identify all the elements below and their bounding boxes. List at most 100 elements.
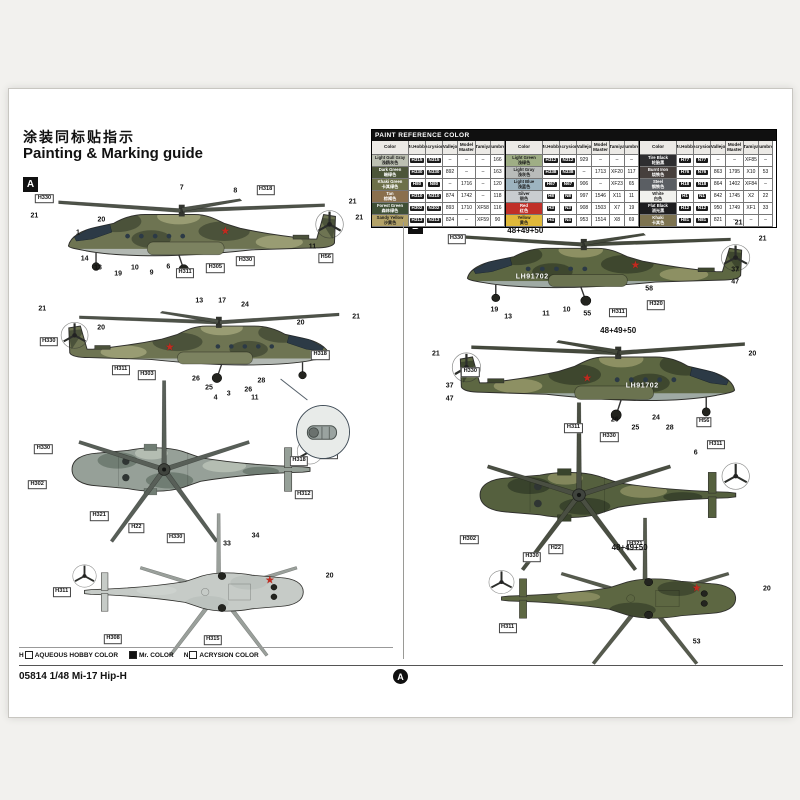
filled-square-icon [129, 651, 138, 659]
part-callout: 55 [583, 310, 592, 318]
paint-code-chip: H81 [679, 217, 691, 224]
legend-acrysion-label: ACRYSION COLOR [199, 651, 259, 659]
paint-callout: H308 [103, 634, 123, 644]
part-callout: 47 [445, 395, 454, 403]
paint-ta-cell: X2 [744, 191, 759, 203]
part-callout: 58 [645, 285, 654, 293]
paint-ac-cell: N310 [426, 191, 443, 203]
paint-va-cell: – [711, 155, 726, 167]
paint-mr-cell: H330 [409, 167, 426, 179]
paint-hu-cell: 120 [491, 179, 505, 191]
paint-hu-cell: 163 [491, 167, 505, 179]
paint-va-cell: – [443, 179, 458, 191]
paint-callout: H303 [137, 370, 157, 381]
star-marking: ★ [164, 341, 175, 354]
paint-mr-cell: H80 [409, 179, 426, 191]
paint-mr-cell: H8 [543, 191, 560, 203]
paint-table-header-cell: Vallejo [577, 141, 592, 155]
part-callout: 24 [652, 414, 660, 422]
diagram-a-top-view: H330H302H321H22H330H311H312 [28, 406, 341, 533]
paint-code-chip: N8 [563, 193, 573, 200]
part-callout: 21 [355, 214, 364, 222]
paint-va-cell: 821 [711, 215, 726, 227]
paint-code-chip: N3 [563, 205, 573, 212]
paint-ta-cell: X7 [610, 203, 625, 215]
helicopter-top-illustration [31, 406, 341, 533]
paint-ta-cell: XF85 [744, 155, 759, 167]
paint-va-cell: 863 [711, 167, 726, 179]
paint-code-chip: N312 [561, 157, 575, 164]
paint-code-chip: H302 [410, 205, 424, 212]
paint-code-chip: H76 [679, 169, 691, 176]
legend-h-prefix: H [19, 651, 24, 659]
paint-table-header-cell: Mr.Hobby [409, 141, 426, 155]
paint-mr-cell: H338 [543, 167, 560, 179]
paint-va-cell: 950 [711, 203, 726, 215]
paint-table-header-cell: Humbrol [491, 141, 505, 155]
paint-mm-cell: – [458, 167, 476, 179]
part-callout: 37 [445, 382, 454, 390]
part-callout: 53 [692, 638, 701, 646]
paint-code-chip: N302 [427, 205, 441, 212]
part-callout: 19 [490, 306, 499, 314]
paint-mm-cell: 1503 [592, 203, 610, 215]
paint-callout: H330 [522, 552, 542, 562]
paint-mm-cell: 1514 [592, 215, 610, 227]
legend-n-prefix: N [183, 651, 189, 659]
page-title-en: Painting & Marking guide [23, 145, 204, 162]
footer-divider [19, 665, 783, 666]
part-callout: 21 [30, 212, 39, 220]
part-callout: 17 [218, 297, 227, 305]
paint-callout: H56 [318, 253, 334, 263]
paint-callout: H330 [34, 444, 53, 454]
paint-ta-cell: X10 [744, 167, 759, 179]
paint-callout: H330 [461, 367, 480, 378]
star-marking: ★ [220, 225, 231, 238]
paint-table-header-cell: Tamiya [610, 141, 625, 155]
paint-va-cell: 906 [577, 179, 592, 191]
paint-callout: H311 [609, 307, 628, 318]
paint-va-cell: – [577, 167, 592, 179]
part-callout: 19 [114, 270, 122, 278]
paint-mm-cell: 1716 [458, 179, 476, 191]
paint-table-header-cell: Color [640, 141, 677, 155]
part-callout: 11 [542, 310, 550, 318]
part-callout: 13 [195, 297, 204, 305]
paint-callout: H330 [166, 533, 185, 544]
paint-callout: H302 [460, 535, 479, 545]
paint-table-group: ColorMr.HobbyAcrysionVallejoModel Master… [505, 141, 639, 227]
part-callout: 20 [325, 572, 334, 580]
exhaust-detail-illustration [297, 406, 349, 458]
page-title-cn: 涂装同标贴指示 [23, 129, 135, 145]
paint-code-chip: N330 [427, 169, 441, 176]
part-callout: 7 [179, 184, 184, 192]
part-callout: 26 [192, 375, 200, 383]
paint-code-chip: N77 [696, 157, 708, 164]
assembly-note: 48+49+50 [600, 326, 637, 336]
paint-callout: H22 [548, 544, 564, 554]
paint-callout: H311 [176, 268, 195, 279]
paint-callout: H311 [52, 587, 71, 597]
paint-hu-cell: 22 [759, 191, 773, 203]
paint-mm-cell: 1710 [458, 203, 476, 215]
paint-table-header-cell: Tamiya [744, 141, 759, 155]
paint-va-cell: 874 [443, 191, 458, 203]
paint-va-cell: 824 [443, 215, 458, 227]
part-callout: 20 [296, 319, 305, 327]
paint-mr-cell: H4 [543, 215, 560, 227]
paint-mr-cell: H312 [543, 155, 560, 167]
paint-ac-cell: N315 [426, 155, 443, 167]
paint-callout: H330 [447, 234, 466, 245]
paint-mr-cell: H76 [677, 167, 694, 179]
paint-mr-cell: H77 [677, 155, 694, 167]
paint-mm-cell: – [726, 155, 744, 167]
paint-code-chip: N12 [696, 205, 708, 212]
paint-table-header-cell: Vallejo [711, 141, 726, 155]
